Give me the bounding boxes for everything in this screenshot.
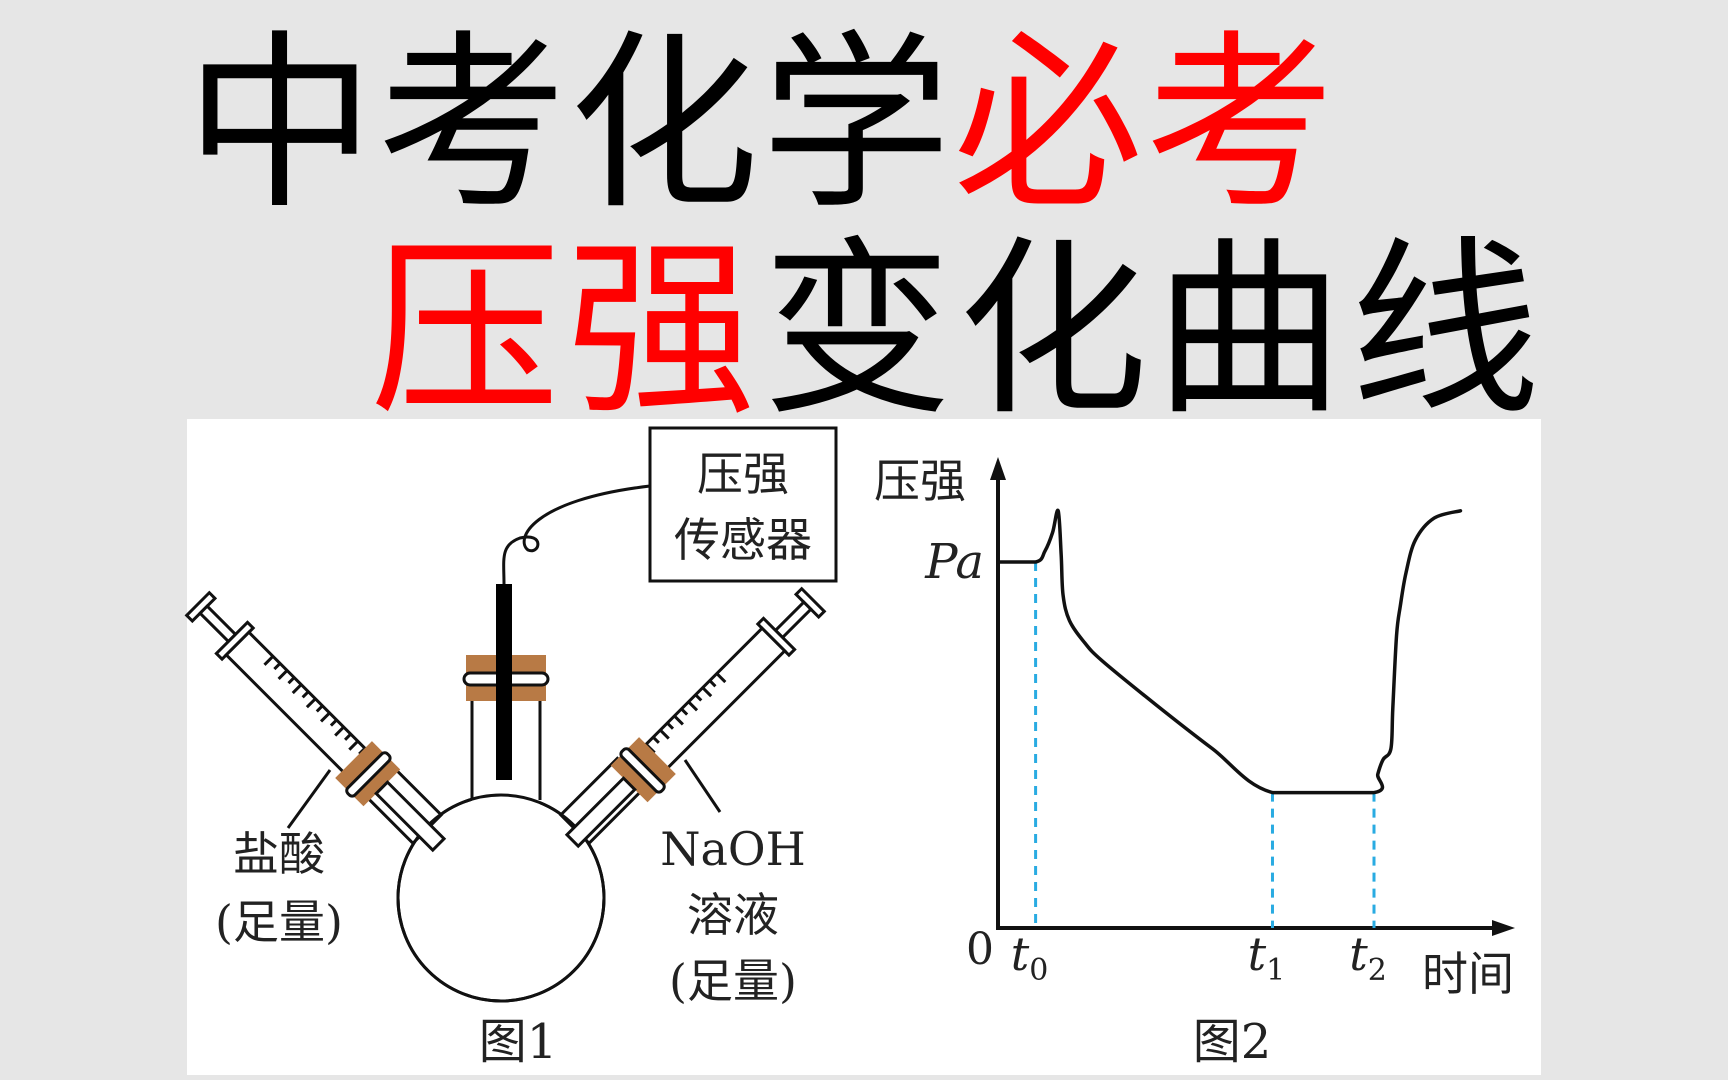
- naoh-solution-label: 溶液: [687, 888, 779, 942]
- apparatus-diagram: [184, 426, 838, 1003]
- sensor-wire: [502, 484, 651, 585]
- figure-1-labels: 压强 传感器 盐酸 (足量) NaOH 溶液 (足量) 图1: [215, 447, 812, 1070]
- sensor-probe: [496, 584, 512, 780]
- hcl-label: 盐酸: [233, 827, 325, 881]
- x-tick-label-t2: t2: [1349, 927, 1387, 988]
- title-black-part: 中考化学: [185, 14, 954, 235]
- pressure-curve: [996, 508, 1463, 795]
- title-red-part: 必考: [953, 14, 1338, 235]
- white-panel: [187, 419, 1541, 1075]
- flask-bulb: [396, 793, 606, 1003]
- pressure-time-chart: 压强 Pa 0 t0 t1 t2 时间 图2: [874, 454, 1515, 1070]
- title-black-part: 变化曲线: [762, 220, 1547, 441]
- left-side-arm: [354, 756, 444, 846]
- y-axis-label: 压强: [874, 454, 966, 508]
- pressure-sensor-box: [648, 426, 838, 583]
- hcl-leader-line: [286, 769, 332, 829]
- flask-outline: [396, 793, 606, 1003]
- title-line-1: 中考化学必考: [185, 30, 1337, 220]
- figure-2-caption: 图2: [1193, 1014, 1272, 1070]
- right-side-arm: [558, 756, 648, 846]
- stopper-ring: [462, 671, 550, 687]
- y-tick-label-pa: Pa: [924, 534, 984, 590]
- hcl-amount-label: (足量): [215, 895, 343, 949]
- naoh-amount-label: (足量): [669, 954, 797, 1008]
- right-syringe: [564, 586, 827, 849]
- left-syringe: [184, 590, 447, 853]
- x-axis-label: 时间: [1422, 947, 1514, 1001]
- naoh-leader-line: [683, 759, 722, 813]
- x-tick-label-t1: t1: [1248, 927, 1286, 988]
- figure-1-caption: 图1: [479, 1014, 558, 1070]
- title-red-part: 压强: [370, 220, 763, 441]
- stopper: [466, 655, 546, 701]
- title-line-2: 压强变化曲线: [370, 236, 1546, 426]
- sensor-label-2: 传感器: [674, 513, 812, 567]
- origin-label: 0: [966, 924, 994, 975]
- x-axis-arrow: [1492, 920, 1515, 936]
- sensor-label-1: 压强: [697, 447, 789, 501]
- y-axis-arrow: [990, 457, 1006, 480]
- naoh-label: NaOH: [660, 822, 806, 876]
- x-tick-label-t0: t0: [1011, 927, 1049, 988]
